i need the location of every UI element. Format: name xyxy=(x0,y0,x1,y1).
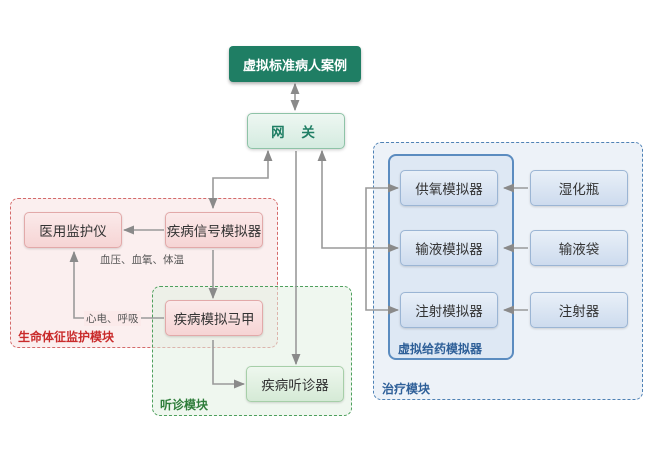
patient-monitor-node: 医用监护仪 xyxy=(24,212,122,248)
infusion-bag-node: 输液袋 xyxy=(530,230,628,266)
disease-stethoscope-node: 疾病听诊器 xyxy=(246,366,344,402)
gateway-oxygen-link xyxy=(317,149,400,249)
treatment-label: 治疗模块 xyxy=(382,382,431,396)
syringe-node: 注射器 xyxy=(530,292,628,328)
gateway-signal-link xyxy=(208,149,273,210)
gateway-injection-link xyxy=(365,248,400,315)
oxygen-simulator-node: 供氧模拟器 xyxy=(400,170,498,206)
signal-types-annotation: 血压、血氧、体温 xyxy=(100,254,184,266)
disease-simulation-vest-node: 疾病模拟马甲 xyxy=(165,300,263,336)
injection-simulator-node: 注射模拟器 xyxy=(400,292,498,328)
drug-simulator-label: 虚拟给药模拟器 xyxy=(398,342,483,356)
heart-breath-annotation: 心电、呼吸 xyxy=(84,311,141,326)
virtual-patient-case-node: 虚拟标准病人案例 xyxy=(229,46,361,82)
gateway-node: 网 关 xyxy=(247,113,345,149)
infusion-simulator-node: 输液模拟器 xyxy=(400,230,498,266)
disease-signal-simulator-node: 疾病信号模拟器 xyxy=(165,212,263,248)
auscultation-label: 听诊模块 xyxy=(160,398,209,412)
vest-stethoscope-link xyxy=(212,340,246,389)
humidifier-bottle-node: 湿化瓶 xyxy=(530,170,628,206)
vital-signs-label: 生命体征监护模块 xyxy=(18,330,115,344)
